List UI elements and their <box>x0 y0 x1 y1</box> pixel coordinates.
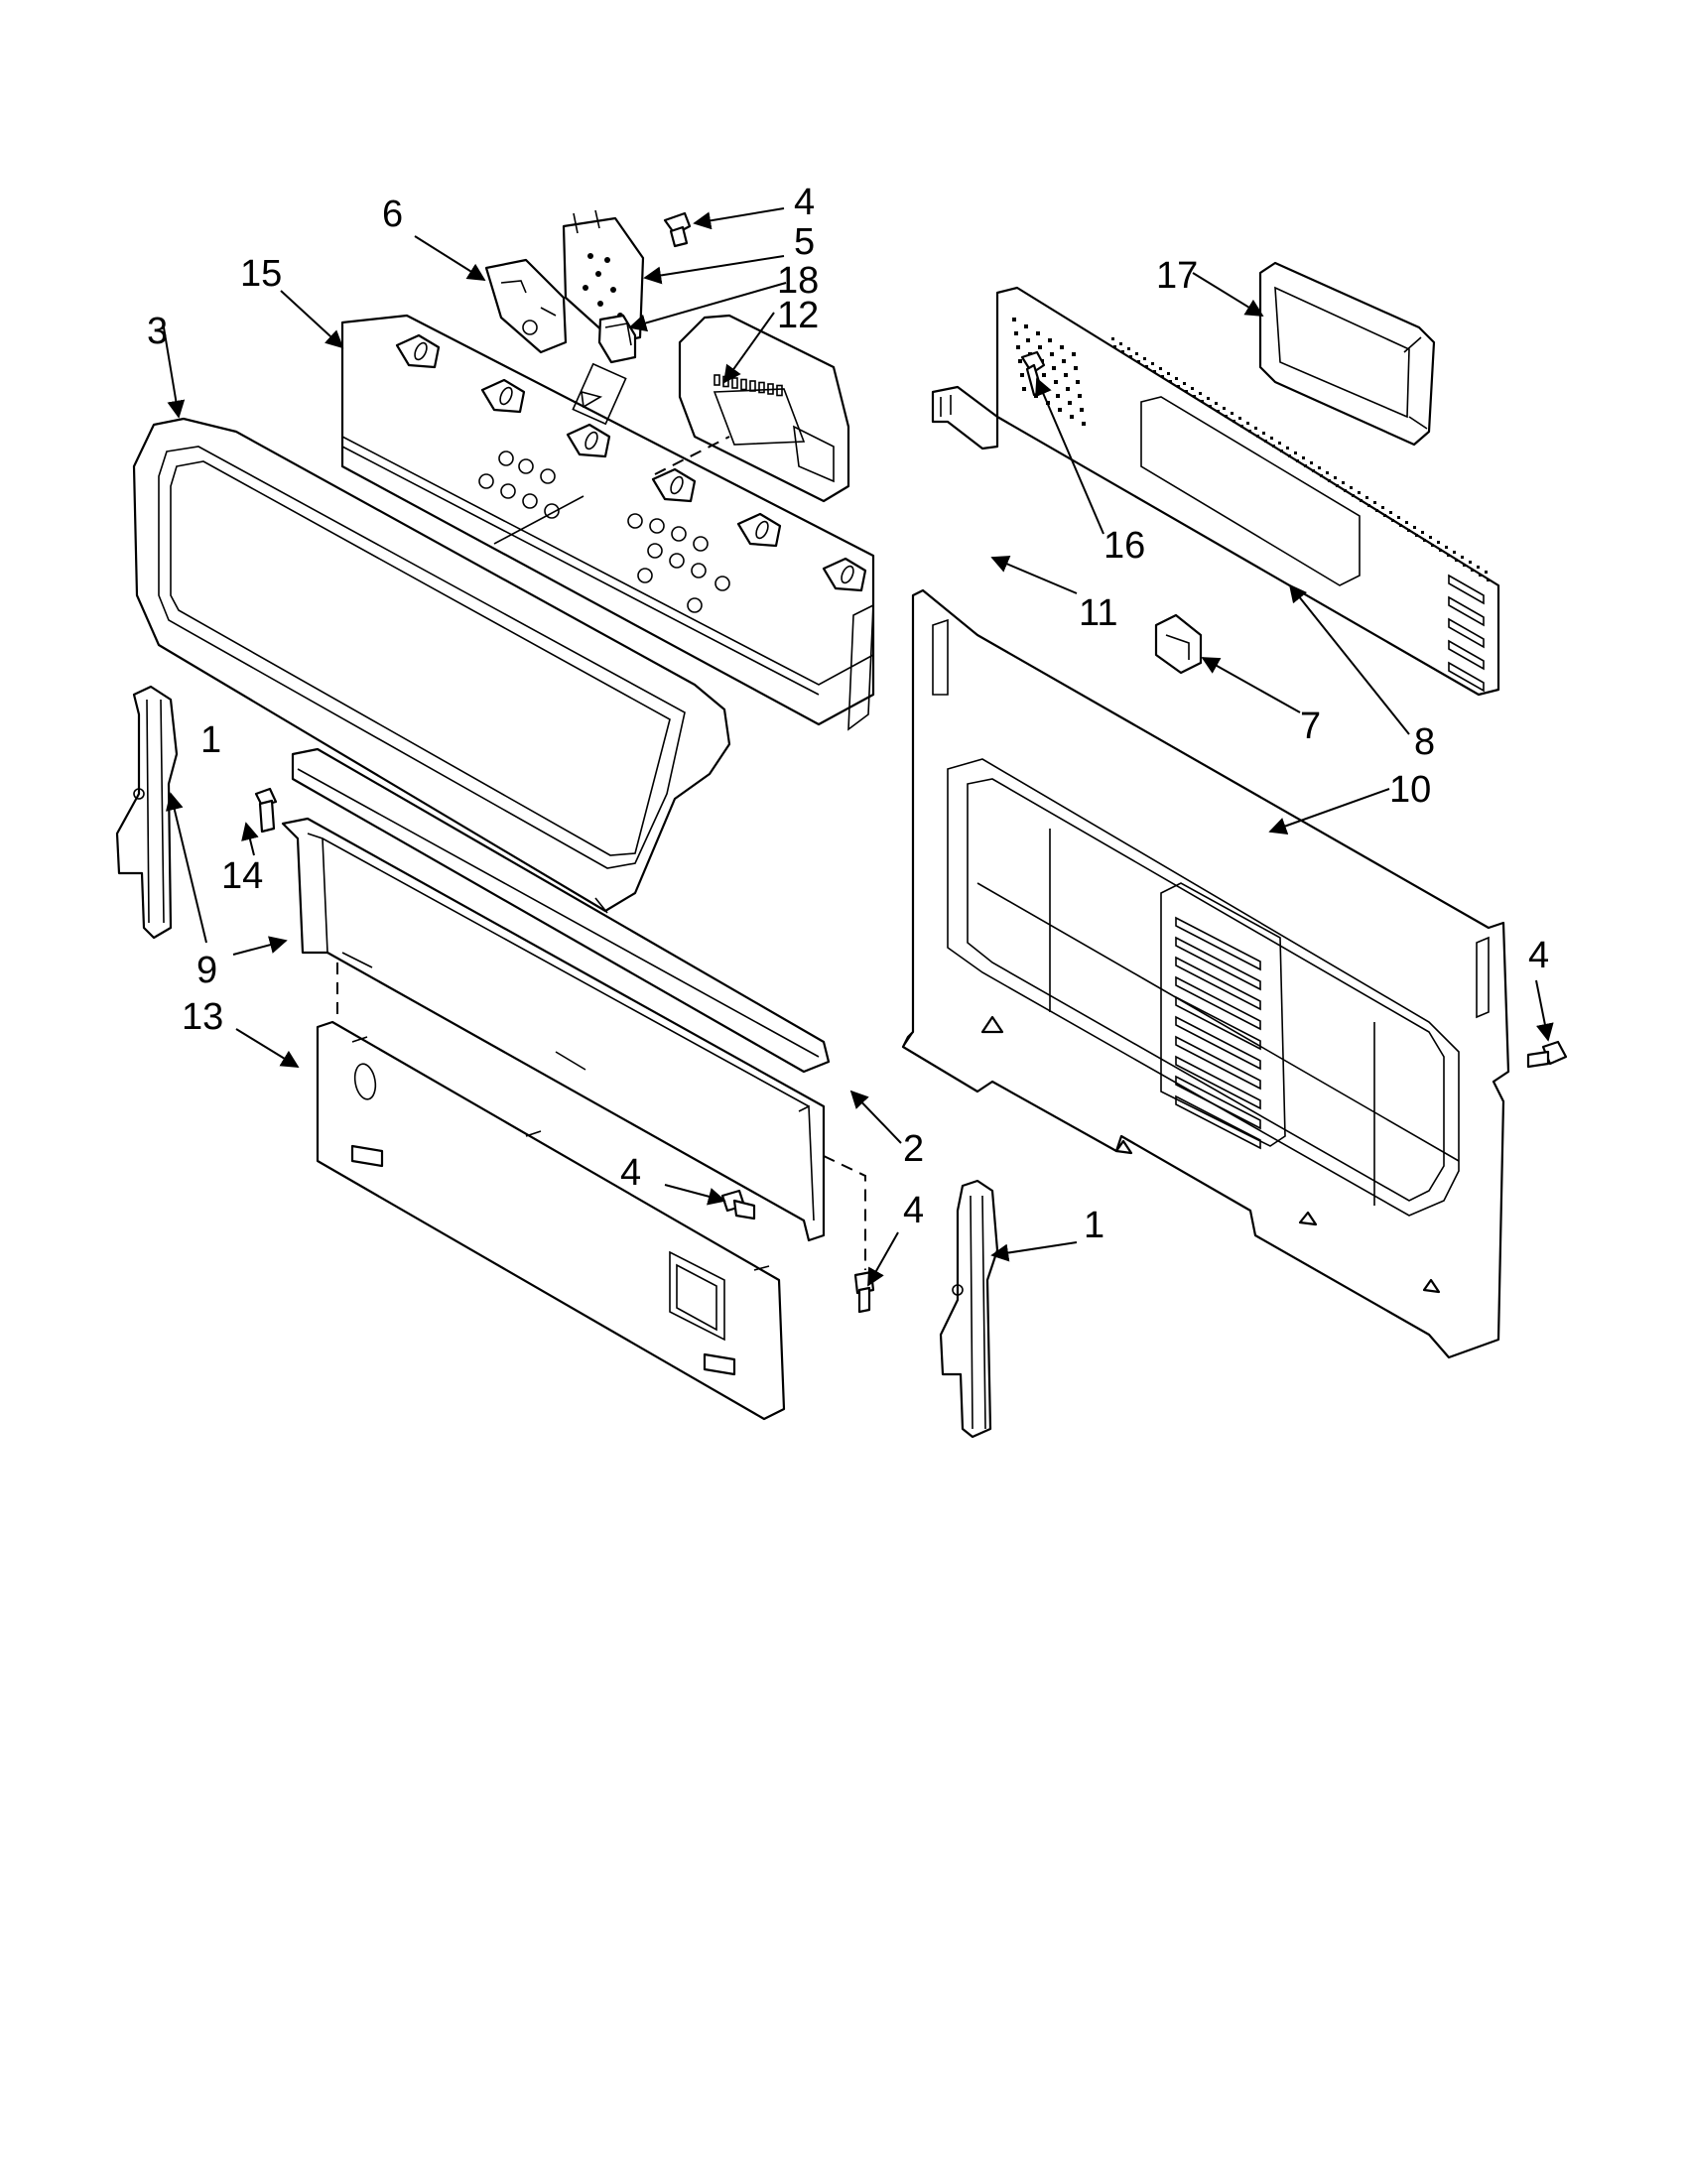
callout-16: 16 <box>1104 525 1145 567</box>
callout-13: 13 <box>182 996 223 1038</box>
control-board-part <box>678 314 850 503</box>
terminal-block-part <box>1154 613 1203 675</box>
callout-10: 10 <box>1389 769 1431 811</box>
screw-part-4-top <box>663 211 692 248</box>
assembly-line-board <box>654 436 730 475</box>
callout-9: 9 <box>196 950 217 991</box>
callout-18: 18 <box>777 260 819 302</box>
leader-lines <box>163 207 1554 1287</box>
callout-4-top: 4 <box>794 182 815 223</box>
screw-part-4-lower <box>853 1270 875 1314</box>
callout-15: 15 <box>240 253 282 295</box>
callout-3: 3 <box>147 311 168 352</box>
callout-1-left: 1 <box>200 719 221 761</box>
bracket-part <box>484 258 568 354</box>
callout-8: 8 <box>1414 721 1435 763</box>
side-trim-left <box>115 685 179 940</box>
callout-labels: 1 1 2 3 4 4 4 4 5 6 7 8 9 10 11 12 13 14… <box>147 182 1549 1246</box>
access-panel-part <box>316 1020 786 1421</box>
screw-part-4-right <box>1526 1040 1568 1069</box>
callout-5: 5 <box>794 221 815 263</box>
callout-4-right: 4 <box>1528 935 1549 976</box>
callout-11: 11 <box>1079 592 1117 634</box>
callout-14: 14 <box>221 855 263 897</box>
callout-12: 12 <box>777 295 819 336</box>
screw-part-4-mid <box>720 1189 756 1220</box>
circuit-board-part <box>562 209 645 344</box>
backguard-panel-part <box>901 588 1510 1359</box>
callout-6: 6 <box>382 193 403 235</box>
callout-17: 17 <box>1156 255 1198 297</box>
assembly-line-screw <box>823 1155 866 1270</box>
callout-2: 2 <box>903 1128 924 1170</box>
control-panel-backing <box>340 314 875 731</box>
clip-part <box>931 385 999 450</box>
callout-1-right: 1 <box>1084 1205 1104 1246</box>
side-trim-right <box>939 1179 999 1439</box>
connector-plug-part <box>597 314 637 364</box>
console-trim <box>132 417 731 914</box>
vent-duct-part <box>1258 261 1436 447</box>
callout-7: 7 <box>1300 706 1321 747</box>
lower-panel-part <box>281 817 826 1242</box>
top-strip-part <box>291 747 831 1074</box>
screw-part-14 <box>254 787 278 834</box>
callout-4-mid: 4 <box>620 1152 641 1194</box>
callout-4-lower: 4 <box>903 1190 924 1231</box>
